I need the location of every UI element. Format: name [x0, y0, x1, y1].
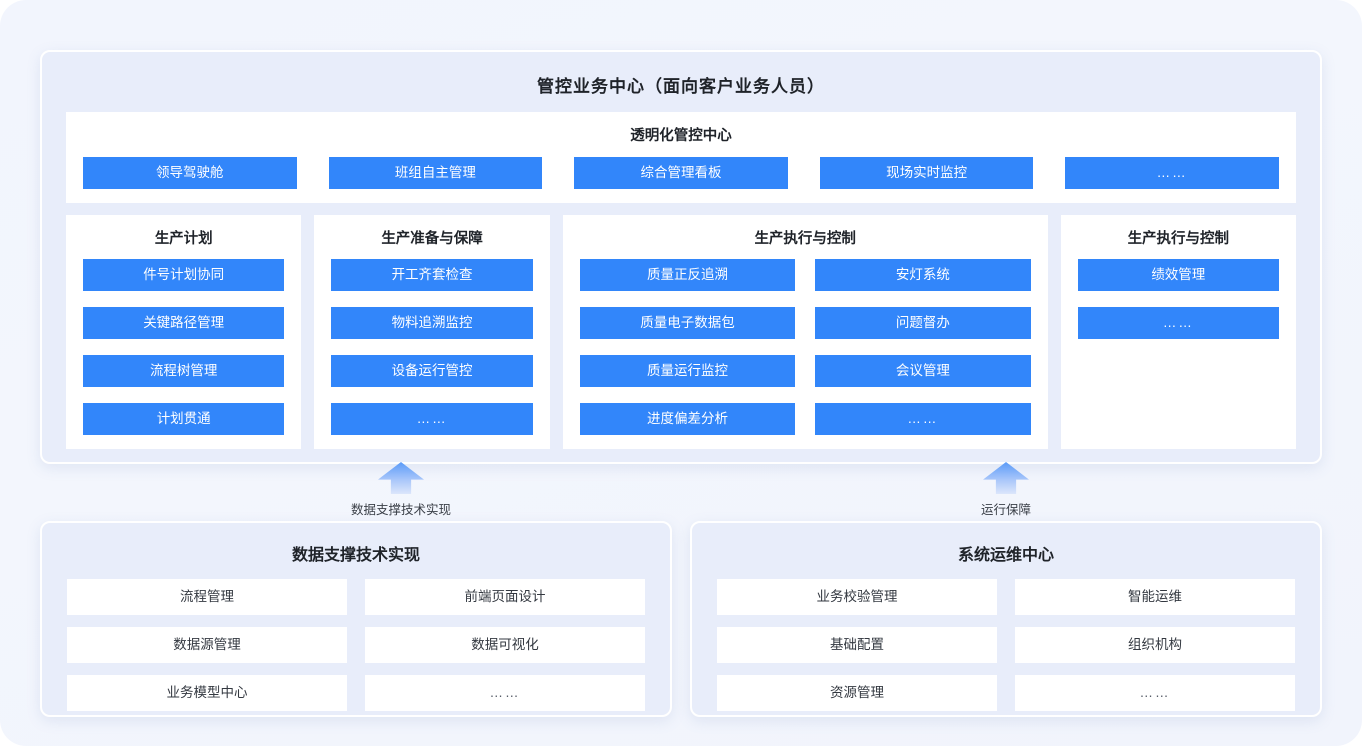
production-section: 生产计划件号计划协同关键路径管理流程树管理计划贯通	[66, 215, 302, 449]
panel-item-cell[interactable]: 业务校验管理	[717, 579, 997, 615]
up-arrow-icon	[983, 462, 1029, 494]
arrow-label-data-support: 数据支撑技术实现	[350, 503, 451, 517]
system-ops-panel-title: 系统运维中心	[957, 547, 1054, 564]
production-item-button[interactable]: 质量电子数据包	[579, 307, 796, 339]
production-item-button[interactable]: 设备运行管控	[331, 355, 533, 387]
production-section-title: 生产执行与控制	[1127, 231, 1230, 247]
panel-item-cell[interactable]: 智能运维	[1015, 579, 1295, 615]
production-section: 生产执行与控制绩效管理 ……	[1060, 215, 1296, 449]
production-item-button[interactable]: 进度偏差分析	[579, 403, 796, 435]
production-item-button[interactable]: 质量运行监控	[579, 355, 796, 387]
arrow-group-data-support: 数据支撑技术实现	[301, 462, 501, 518]
data-support-panel-items: 流程管理前端页面设计数据源管理数据可视化业务模型中心 ……	[42, 579, 670, 711]
production-item-button[interactable]: 流程树管理	[83, 355, 285, 387]
tmc-item-button[interactable]: 领导驾驶舱	[83, 157, 297, 189]
production-item-button[interactable]: 安灯系统	[815, 259, 1031, 291]
production-item-button[interactable]: ……	[815, 403, 1031, 435]
transparent-control-center-title: 透明化管控中心	[630, 128, 732, 144]
production-section-title: 生产准备与保障	[381, 231, 483, 247]
data-support-panel: 数据支撑技术实现 流程管理前端页面设计数据源管理数据可视化业务模型中心 ……	[40, 521, 672, 717]
production-section: 生产执行与控制质量正反追溯安灯系统质量电子数据包问题督办质量运行监控会议管理进度…	[562, 215, 1048, 449]
panel-item-cell[interactable]: ……	[1015, 675, 1295, 711]
production-section-title: 生产计划	[154, 231, 213, 247]
panel-item-cell[interactable]: 业务模型中心	[67, 675, 347, 711]
panel-item-cell[interactable]: 流程管理	[67, 579, 347, 615]
system-ops-panel: 系统运维中心 业务校验管理智能运维基础配置组织机构资源管理 ……	[690, 521, 1322, 717]
production-item-button[interactable]: 问题督办	[815, 307, 1031, 339]
production-section-items: 件号计划协同关键路径管理流程树管理计划贯通	[66, 259, 301, 435]
production-section-items: 绩效管理 ……	[1061, 259, 1296, 339]
tmc-item-button[interactable]: 现场实时监控	[819, 157, 1034, 189]
up-arrow-icon	[378, 462, 424, 494]
transparent-control-center-panel: 透明化管控中心 领导驾驶舱班组自主管理综合管理看板现场实时监控 ……	[66, 112, 1296, 203]
production-item-button[interactable]: 质量正反追溯	[579, 259, 796, 291]
system-ops-panel-items: 业务校验管理智能运维基础配置组织机构资源管理 ……	[692, 579, 1320, 711]
production-sections: 生产计划件号计划协同关键路径管理流程树管理计划贯通生产准备与保障开工齐套检查物料…	[66, 215, 1296, 449]
production-section-items: 质量正反追溯安灯系统质量电子数据包问题督办质量运行监控会议管理进度偏差分析 ……	[563, 259, 1048, 435]
panel-item-cell[interactable]: 资源管理	[717, 675, 997, 711]
tmc-item-button[interactable]: ……	[1065, 157, 1279, 189]
data-support-panel-title: 数据支撑技术实现	[291, 547, 420, 564]
panel-item-cell[interactable]: 基础配置	[717, 627, 997, 663]
production-item-button[interactable]: 会议管理	[815, 355, 1031, 387]
production-item-button[interactable]: ……	[1077, 307, 1279, 339]
arrow-label-operations: 运行保障	[980, 503, 1031, 517]
production-item-button[interactable]: 件号计划协同	[83, 259, 285, 291]
production-section-items: 开工齐套检查物料追溯监控设备运行管控 ……	[314, 259, 549, 435]
tmc-item-button[interactable]: 综合管理看板	[574, 157, 788, 189]
production-item-button[interactable]: ……	[331, 403, 533, 435]
production-item-button[interactable]: 开工齐套检查	[331, 259, 533, 291]
management-business-center-card: 管控业务中心（面向客户业务人员） 透明化管控中心 领导驾驶舱班组自主管理综合管理…	[40, 50, 1322, 464]
transparent-control-center-items: 领导驾驶舱班组自主管理综合管理看板现场实时监控 ……	[66, 157, 1296, 189]
production-item-button[interactable]: 计划贯通	[83, 403, 285, 435]
panel-item-cell[interactable]: 前端页面设计	[365, 579, 645, 615]
panel-item-cell[interactable]: ……	[365, 675, 645, 711]
production-item-button[interactable]: 关键路径管理	[83, 307, 285, 339]
arrow-group-operations: 运行保障	[906, 462, 1106, 518]
production-section: 生产准备与保障开工齐套检查物料追溯监控设备运行管控 ……	[314, 215, 550, 449]
panel-item-cell[interactable]: 组织机构	[1015, 627, 1295, 663]
top-card-title: 管控业务中心（面向客户业务人员）	[537, 77, 825, 96]
panel-item-cell[interactable]: 数据可视化	[365, 627, 645, 663]
production-section-title: 生产执行与控制	[754, 231, 856, 247]
production-item-button[interactable]: 物料追溯监控	[331, 307, 533, 339]
panel-item-cell[interactable]: 数据源管理	[67, 627, 347, 663]
production-item-button[interactable]: 绩效管理	[1077, 259, 1279, 291]
tmc-item-button[interactable]: 班组自主管理	[328, 157, 543, 189]
